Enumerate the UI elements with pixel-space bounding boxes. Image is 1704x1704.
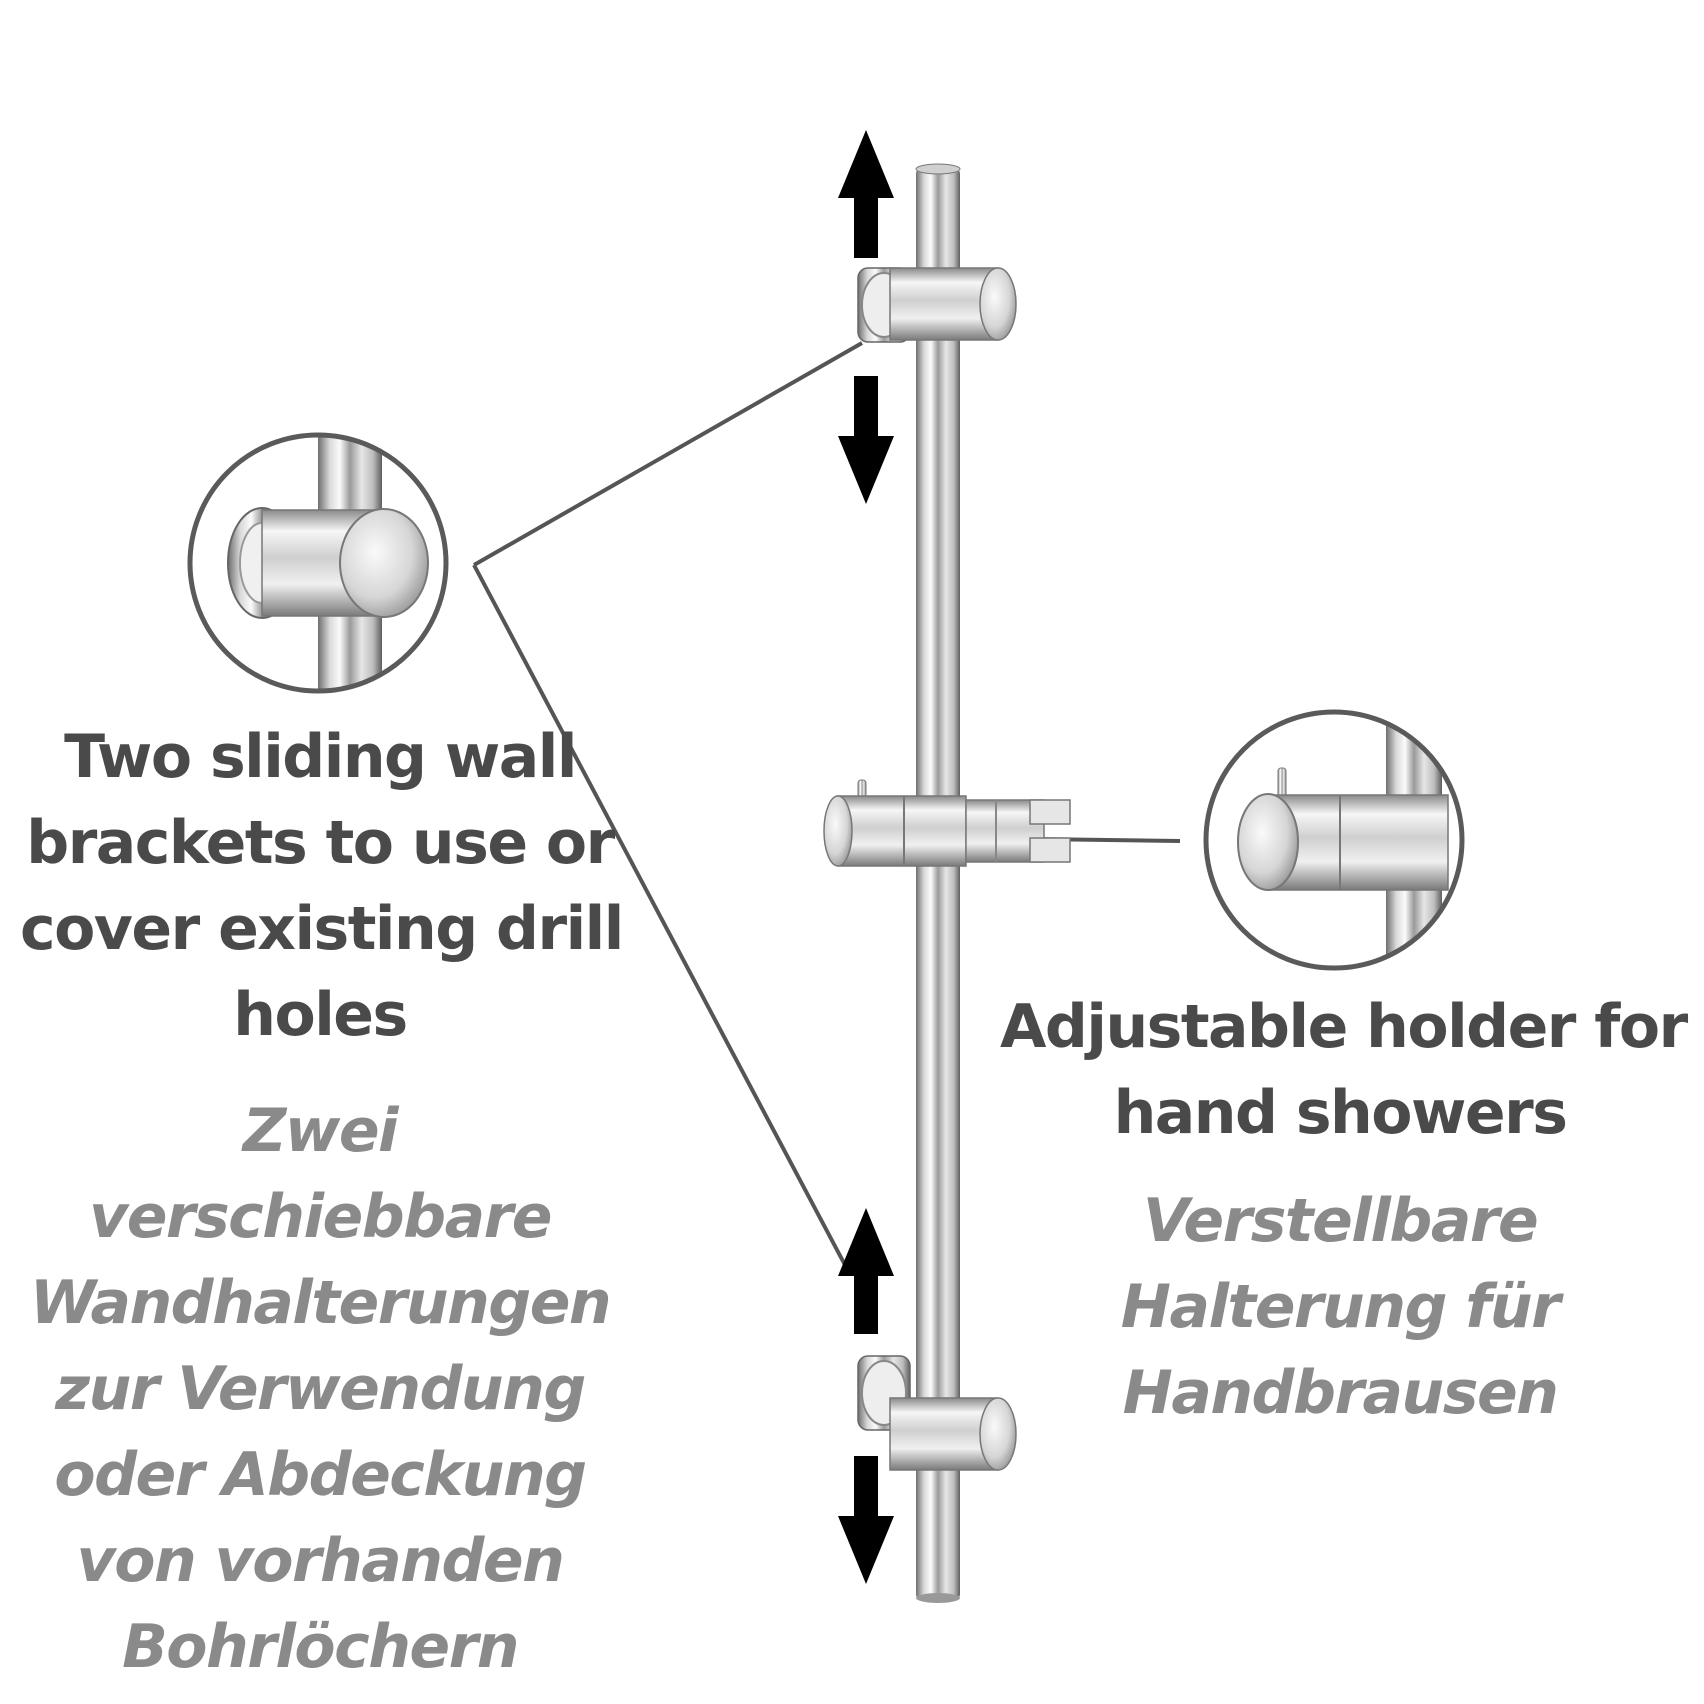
caption-line: zur Verwendung	[55, 1354, 586, 1424]
arrow-up-icon	[838, 130, 894, 258]
caption-line: Two sliding wall	[64, 722, 577, 792]
caption-line: hand showers	[1113, 1078, 1568, 1148]
arrow-down-icon	[838, 1456, 894, 1584]
caption-line: Handbrausen	[1122, 1358, 1559, 1428]
brackets-caption-german: Zwei verschiebbare Wandhalterungen zur V…	[20, 1088, 620, 1690]
bottom-slide-arrows	[838, 1208, 894, 1584]
shower-rail	[915, 163, 961, 1603]
caption-line: Bohrlöchern	[122, 1612, 519, 1682]
caption-line: Verstellbare	[1142, 1186, 1539, 1256]
caption-line: holes	[233, 980, 408, 1050]
holder-caption-german: Verstellbare Halterung für Handbrausen	[1000, 1178, 1680, 1436]
bottom-wall-bracket	[857, 1355, 1017, 1471]
bracket-zoom-callout	[187, 432, 449, 694]
holder-zoom-callout	[1203, 709, 1465, 971]
caption-line: cover existing drill	[20, 894, 624, 964]
arrow-up-icon	[838, 1208, 894, 1334]
caption-line: oder Abdeckung	[54, 1440, 587, 1510]
caption-line: Halterung für	[1120, 1272, 1561, 1342]
caption-line: brackets to use or	[26, 808, 615, 878]
caption-line: Zwei	[242, 1096, 399, 1166]
brackets-caption-english: Two sliding wall brackets to use or cove…	[20, 714, 624, 1058]
top-wall-bracket	[857, 267, 1017, 343]
caption-line: Wandhalterungen	[29, 1268, 612, 1338]
adjustable-holder	[823, 779, 1071, 867]
top-slide-arrows	[838, 130, 894, 504]
caption-line: verschiebbare	[89, 1182, 552, 1252]
leader-line-top-bracket	[473, 341, 863, 567]
holder-caption-english: Adjustable holder for hand showers	[1000, 984, 1688, 1156]
arrow-down-icon	[838, 376, 894, 504]
leader-line-bottom-bracket	[472, 564, 847, 1266]
caption-line: Adjustable holder for	[1000, 992, 1688, 1062]
caption-line: von vorhanden	[76, 1526, 565, 1596]
